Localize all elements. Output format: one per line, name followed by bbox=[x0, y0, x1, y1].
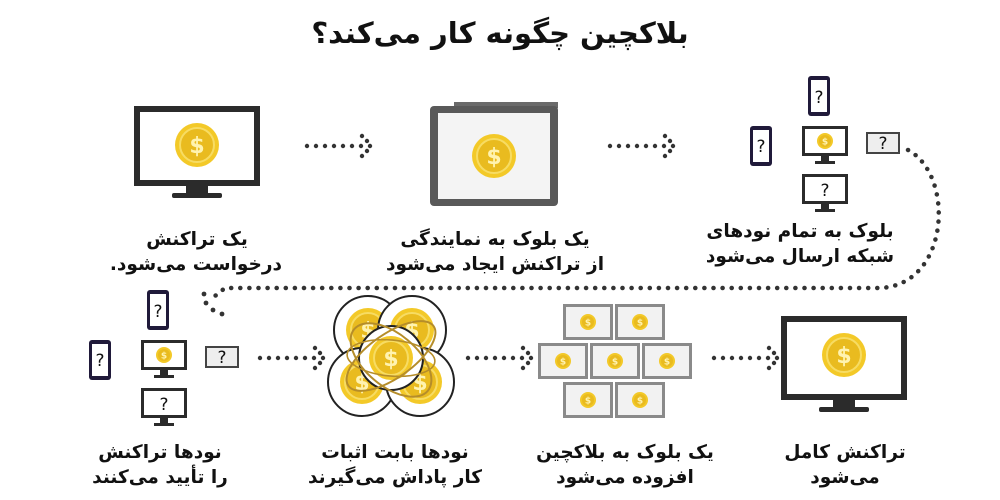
network-icon bbox=[89, 290, 239, 426]
arrow-icon bbox=[711, 345, 780, 371]
step-caption-request: یک تراکنش درخواست می‌شود. bbox=[109, 229, 282, 275]
step-caption-validate: نودها تراکنش را تأیید می‌کنند bbox=[92, 442, 228, 488]
monitor-icon bbox=[781, 316, 907, 412]
monitor-icon bbox=[134, 106, 260, 198]
arrow-icon bbox=[304, 133, 373, 159]
network-icon bbox=[750, 76, 900, 212]
arrow-icon bbox=[465, 345, 534, 371]
step-caption-block-created: یک بلوک به نمایندگی از تراکنش ایجاد می‌ش… bbox=[385, 229, 605, 275]
arrow-head-icon bbox=[201, 291, 225, 317]
arrow-icon bbox=[257, 345, 326, 371]
diagram-title: بلاکچین چگونه کار می‌کند؟ bbox=[311, 16, 689, 50]
step-caption-complete: تراکنش کامل می‌شود bbox=[784, 442, 906, 488]
step-caption-broadcast: بلوک به تمام نودهای شبکه ارسال می‌شود bbox=[705, 221, 895, 267]
step-caption-reward: نودها بابت اثبات کار پاداش می‌گیرند bbox=[307, 442, 483, 488]
proof-of-work-icon bbox=[327, 295, 455, 417]
blockchain-wall-icon bbox=[538, 304, 692, 418]
arrow-icon bbox=[607, 133, 676, 159]
step-caption-block-added: یک بلوک به بلاکچین افزوده می‌شود bbox=[536, 442, 714, 488]
tablet-icon bbox=[430, 102, 558, 206]
connector-line bbox=[207, 147, 941, 303]
